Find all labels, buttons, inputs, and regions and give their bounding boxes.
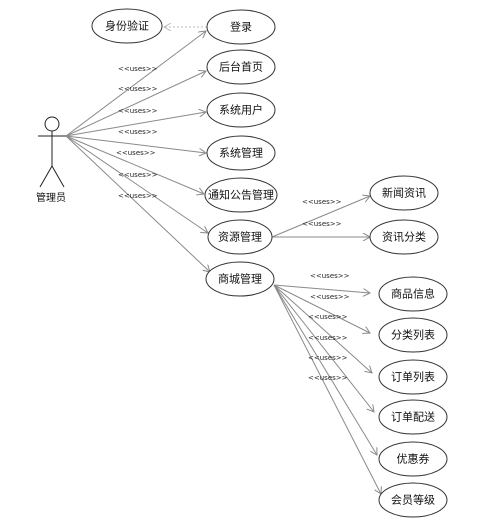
- stereo-coupon: <<uses>>: [308, 354, 348, 362]
- stereo-category-list: <<uses>>: [310, 293, 350, 301]
- stereo-login: <<uses>>: [118, 65, 158, 73]
- actor-right-leg: [51, 165, 65, 188]
- use-case-auth-label: 身份验证: [105, 19, 149, 33]
- use-case-category-list-label: 分类列表: [391, 328, 435, 342]
- use-case-notice-manage-label: 通知公告管理: [208, 188, 274, 202]
- use-case-product-info-label: 商品信息: [391, 287, 435, 301]
- use-case-news-category[interactable]: 资讯分类: [369, 219, 439, 255]
- actor-label: 管理员: [36, 191, 66, 204]
- use-case-news-category-ellipse: [369, 219, 439, 255]
- stereo-order-delivery: <<uses>>: [308, 334, 348, 342]
- use-case-resource-manage-ellipse: [207, 219, 273, 255]
- use-case-coupon[interactable]: 优惠券: [378, 441, 448, 477]
- use-case-mall-manage[interactable]: 商城管理: [205, 261, 275, 297]
- assoc-notice-manage: [65, 135, 204, 194]
- actor-left-leg: [39, 165, 53, 188]
- use-case-order-list[interactable]: 订单列表: [378, 359, 448, 395]
- stereo-notice: <<uses>>: [116, 149, 156, 157]
- assoc-product-info: [273, 284, 370, 293]
- stereo-member-level: <<uses>>: [308, 374, 348, 382]
- use-case-sys-user[interactable]: 系统用户: [206, 92, 276, 128]
- use-case-login[interactable]: 登录: [206, 9, 276, 45]
- use-case-order-delivery-ellipse: [378, 399, 448, 435]
- use-case-auth[interactable]: 身份验证: [91, 8, 163, 44]
- assoc-category-list: [273, 284, 370, 333]
- use-case-auth-ellipse: [91, 8, 163, 44]
- stereo-news-category: <<uses>>: [302, 220, 342, 228]
- stereo-product-info: <<uses>>: [310, 272, 350, 280]
- actor-head: [44, 116, 60, 132]
- mall-associations: <<uses>> <<uses>> <<uses>> <<uses>> <<us…: [273, 272, 381, 494]
- assoc-home: [65, 71, 206, 137]
- stereo-home: <<uses>>: [118, 85, 158, 93]
- use-case-news[interactable]: 新闻资讯: [369, 175, 439, 211]
- actor-associations: [65, 31, 210, 272]
- use-case-home-label: 后台首页: [219, 60, 263, 74]
- use-case-home[interactable]: 后台首页: [206, 49, 276, 85]
- stereo-order-list: <<uses>>: [308, 313, 348, 321]
- stereo-resource: <<uses>>: [118, 171, 158, 179]
- assoc-coupon: [273, 284, 377, 455]
- use-case-order-delivery[interactable]: 订单配送: [378, 399, 448, 435]
- use-case-sys-manage[interactable]: 系统管理: [206, 135, 276, 171]
- use-case-category-list[interactable]: 分类列表: [378, 317, 448, 353]
- use-case-home-ellipse: [206, 49, 276, 85]
- assoc-order-list: [273, 284, 372, 373]
- assoc-sys-manage: [65, 135, 206, 153]
- use-case-order-delivery-label: 订单配送: [391, 410, 435, 424]
- use-case-login-ellipse: [206, 9, 276, 45]
- use-case-order-list-ellipse: [378, 359, 448, 395]
- use-case-sys-manage-ellipse: [206, 135, 276, 171]
- use-case-resource-manage-label: 资源管理: [218, 230, 262, 244]
- use-case-login-label: 登录: [230, 20, 252, 34]
- use-case-resource-manage[interactable]: 资源管理: [207, 219, 273, 255]
- use-case-coupon-label: 优惠券: [397, 452, 430, 466]
- resource-associations: <<uses>> <<uses>>: [271, 196, 370, 238]
- assoc-news: [271, 196, 370, 238]
- stereo-mall: <<uses>>: [118, 192, 158, 200]
- use-case-news-category-label: 资讯分类: [382, 230, 426, 244]
- use-case-sys-user-ellipse: [206, 92, 276, 128]
- assoc-mall-manage: [65, 135, 210, 272]
- actor-admin: 管理员: [36, 116, 66, 204]
- assoc-order-delivery: [273, 284, 374, 412]
- assoc-resource-manage: [65, 135, 208, 233]
- stereo-sys-user: <<uses>>: [118, 107, 158, 115]
- stereo-sys-manage: <<uses>>: [118, 128, 158, 136]
- use-case-order-list-label: 订单列表: [391, 370, 435, 384]
- use-case-coupon-ellipse: [378, 441, 448, 477]
- stereo-news: <<uses>>: [302, 198, 342, 206]
- use-case-notice-manage-ellipse: [204, 177, 278, 213]
- assoc-login: [65, 31, 206, 137]
- use-case-member-level-label: 会员等级: [391, 493, 435, 507]
- assoc-member-level: [273, 284, 381, 494]
- use-case-notice-manage[interactable]: 通知公告管理: [204, 177, 278, 213]
- actor-stereotypes: <<uses>> <<uses>> <<uses>> <<uses>> <<us…: [116, 65, 158, 200]
- use-case-news-label: 新闻资讯: [382, 186, 426, 200]
- use-case-news-ellipse: [369, 175, 439, 211]
- use-case-sys-user-label: 系统用户: [219, 103, 263, 117]
- use-case-product-info-ellipse: [378, 276, 448, 312]
- assoc-sys-user: [65, 112, 206, 137]
- use-case-member-level-ellipse: [378, 482, 448, 518]
- use-case-mall-manage-ellipse: [205, 261, 275, 297]
- use-case-mall-manage-label: 商城管理: [218, 272, 262, 286]
- use-case-product-info[interactable]: 商品信息: [378, 276, 448, 312]
- use-case-category-list-ellipse: [378, 317, 448, 353]
- use-case-member-level[interactable]: 会员等级: [378, 482, 448, 518]
- use-case-sys-manage-label: 系统管理: [219, 146, 263, 160]
